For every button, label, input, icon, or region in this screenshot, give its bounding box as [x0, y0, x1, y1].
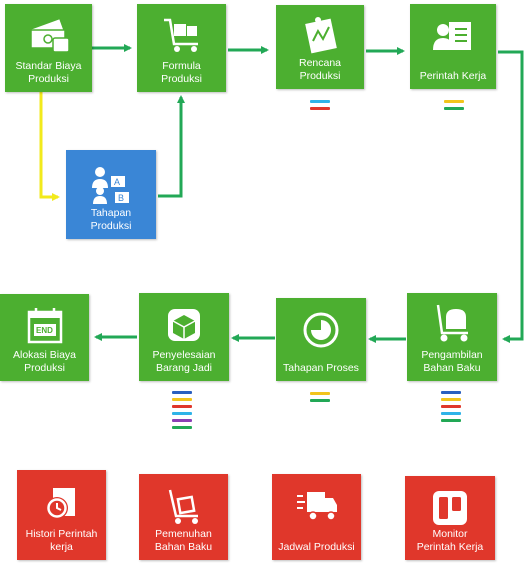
- indicator-bars-tahapan-proses: [310, 392, 330, 402]
- indicator-bar: [310, 100, 330, 103]
- indicator-bar: [172, 405, 192, 408]
- tile-label: Alokasi Biaya Produksi: [12, 349, 77, 374]
- indicator-bars-pengambilan-bahan-baku: [441, 391, 461, 422]
- tile-label: Standar Biaya Produksi: [15, 60, 82, 85]
- hand-truck-icon: [407, 303, 497, 343]
- indicator-bar: [310, 399, 330, 402]
- truck-icon: [272, 488, 361, 524]
- tile-label: Jadwal Produksi: [278, 541, 355, 553]
- indicator-bar: [441, 412, 461, 415]
- tile-label: Rencana Produksi: [298, 57, 342, 82]
- tile-histori-perintah-kerja[interactable]: Histori Perintah kerja: [17, 470, 106, 560]
- tile-label: Pemenuhan Bahan Baku: [154, 528, 213, 553]
- clock-icon: [276, 310, 366, 350]
- tile-formula-produksi[interactable]: Formula Produksi: [137, 4, 226, 92]
- arrow-tahapan-produksi-to-formula: [158, 95, 185, 198]
- tile-alokasi-biaya-produksi[interactable]: END Alokasi Biaya Produksi: [0, 294, 89, 381]
- indicator-bar: [444, 100, 464, 103]
- trolley-icon: [137, 16, 226, 56]
- tile-label: Tahapan Proses: [283, 362, 359, 374]
- tile-label: Penyelesaian Barang Jadi: [152, 349, 216, 374]
- indicator-bar: [172, 391, 192, 394]
- calendar-end-icon: END: [0, 306, 89, 346]
- indicator-bar: [172, 412, 192, 415]
- tile-label: Histori Perintah kerja: [25, 528, 98, 553]
- tile-rencana-produksi[interactable]: Rencana Produksi: [276, 5, 364, 89]
- indicator-bar: [444, 107, 464, 110]
- indicator-bar: [172, 426, 192, 429]
- tile-perintah-kerja[interactable]: Perintah Kerja: [410, 4, 496, 89]
- person-card-icon: [410, 16, 496, 56]
- tile-pemenuhan-bahan-baku[interactable]: Pemenuhan Bahan Baku: [139, 474, 228, 560]
- tile-label: Tahapan Produksi: [90, 207, 132, 232]
- box-icon: [139, 305, 229, 345]
- notepad-icon: [276, 15, 364, 55]
- board-icon: [405, 488, 495, 528]
- indicator-bar: [172, 398, 192, 401]
- indicator-bar: [310, 392, 330, 395]
- svg-text:B: B: [118, 193, 124, 203]
- money-icon: [5, 16, 92, 56]
- tile-label: Monitor Perintah Kerja: [416, 528, 484, 553]
- tile-label: Perintah Kerja: [419, 70, 487, 82]
- tile-monitor-perintah-kerja[interactable]: Monitor Perintah Kerja: [405, 476, 495, 560]
- indicator-bar: [441, 398, 461, 401]
- indicator-bar: [441, 419, 461, 422]
- indicator-bars-penyelesaian-barang-jadi: [172, 391, 192, 429]
- tile-label: Formula Produksi: [161, 60, 202, 85]
- indicator-bars-rencana-produksi: [310, 100, 330, 110]
- indicator-bar: [310, 107, 330, 110]
- tile-standar-biaya-produksi[interactable]: Standar Biaya Produksi: [5, 4, 92, 92]
- tile-penyelesaian-barang-jadi[interactable]: Penyelesaian Barang Jadi: [139, 293, 229, 381]
- svg-text:END: END: [36, 326, 53, 335]
- indicator-bar: [441, 405, 461, 408]
- tile-tahapan-proses[interactable]: Tahapan Proses: [276, 298, 366, 381]
- tile-jadwal-produksi[interactable]: Jadwal Produksi: [272, 474, 361, 560]
- arrow-standar-to-tahapan-produksi: [39, 92, 60, 201]
- tile-pengambilan-bahan-baku[interactable]: Pengambilan Bahan Baku: [407, 293, 497, 381]
- dolly-icon: [139, 486, 228, 526]
- indicator-bar: [441, 391, 461, 394]
- tile-tahapan-produksi[interactable]: A B Tahapan Produksi: [66, 150, 156, 239]
- people-steps-icon: A B: [66, 164, 156, 204]
- tile-label: Pengambilan Bahan Baku: [421, 349, 483, 374]
- indicator-bars-perintah-kerja: [444, 100, 464, 110]
- indicator-bar: [172, 419, 192, 422]
- svg-text:A: A: [114, 177, 120, 187]
- history-icon: [17, 484, 106, 524]
- arrow-perintah-to-pengambilan: [498, 50, 524, 343]
